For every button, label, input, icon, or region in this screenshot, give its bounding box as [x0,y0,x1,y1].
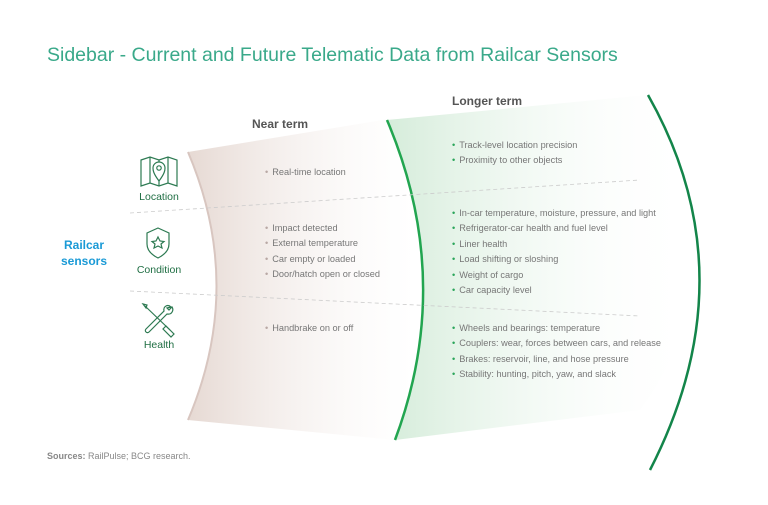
category-health-label: Health [143,339,175,351]
sources-label: Sources: [47,451,86,461]
near-term-header: Near term [252,117,309,131]
category-location-label: Location [139,191,179,203]
list-item: In-car temperature, moisture, pressure, … [452,206,656,221]
list-item: Proximity to other objects [452,153,577,168]
list-item: Couplers: wear, forces between cars, and… [452,336,661,351]
sources-note: Sources: RailPulse; BCG research. [47,451,191,461]
near-term-edge [187,151,218,421]
list-item: Load shifting or sloshing [452,252,656,267]
list-item: Handbrake on or off [265,321,353,336]
divider-1 [129,179,641,214]
list-item: Real-time location [265,165,346,180]
near-health-list: Handbrake on or off [265,321,353,336]
list-item: Refrigerator-car health and fuel level [452,221,656,236]
list-item: Car empty or loaded [265,252,380,267]
longer-term-inner-edge [385,119,425,441]
longer-term-header: Longer term [452,94,523,108]
long-location-list: Track-level location precision Proximity… [452,138,577,169]
list-item: Stability: hunting, pitch, yaw, and slac… [452,367,661,382]
list-item: Track-level location precision [452,138,577,153]
shield-star-icon [146,227,170,259]
near-location-list: Real-time location [265,165,346,180]
list-item: Brakes: reservoir, line, and hose pressu… [452,352,661,367]
category-condition-label: Condition [136,264,182,276]
page-title: Sidebar - Current and Future Telematic D… [47,44,618,66]
list-item: External temperature [265,236,380,251]
map-pin-icon [140,156,178,187]
wrench-screwdriver-icon [141,303,175,338]
near-condition-list: Impact detected External temperature Car… [265,221,380,283]
divider-2 [129,290,641,317]
list-item: Car capacity level [452,283,656,298]
list-item: Liner health [452,237,656,252]
list-item: Door/hatch open or closed [265,267,380,282]
long-condition-list: In-car temperature, moisture, pressure, … [452,206,656,298]
long-health-list: Wheels and bearings: temperature Coupler… [452,321,661,383]
railcar-sensors-label: Railcar sensors [60,238,108,268]
sources-text: RailPulse; BCG research. [85,451,191,461]
list-item: Weight of cargo [452,268,656,283]
longer-term-outer-edge [646,94,701,471]
list-item: Impact detected [265,221,380,236]
list-item: Wheels and bearings: temperature [452,321,661,336]
